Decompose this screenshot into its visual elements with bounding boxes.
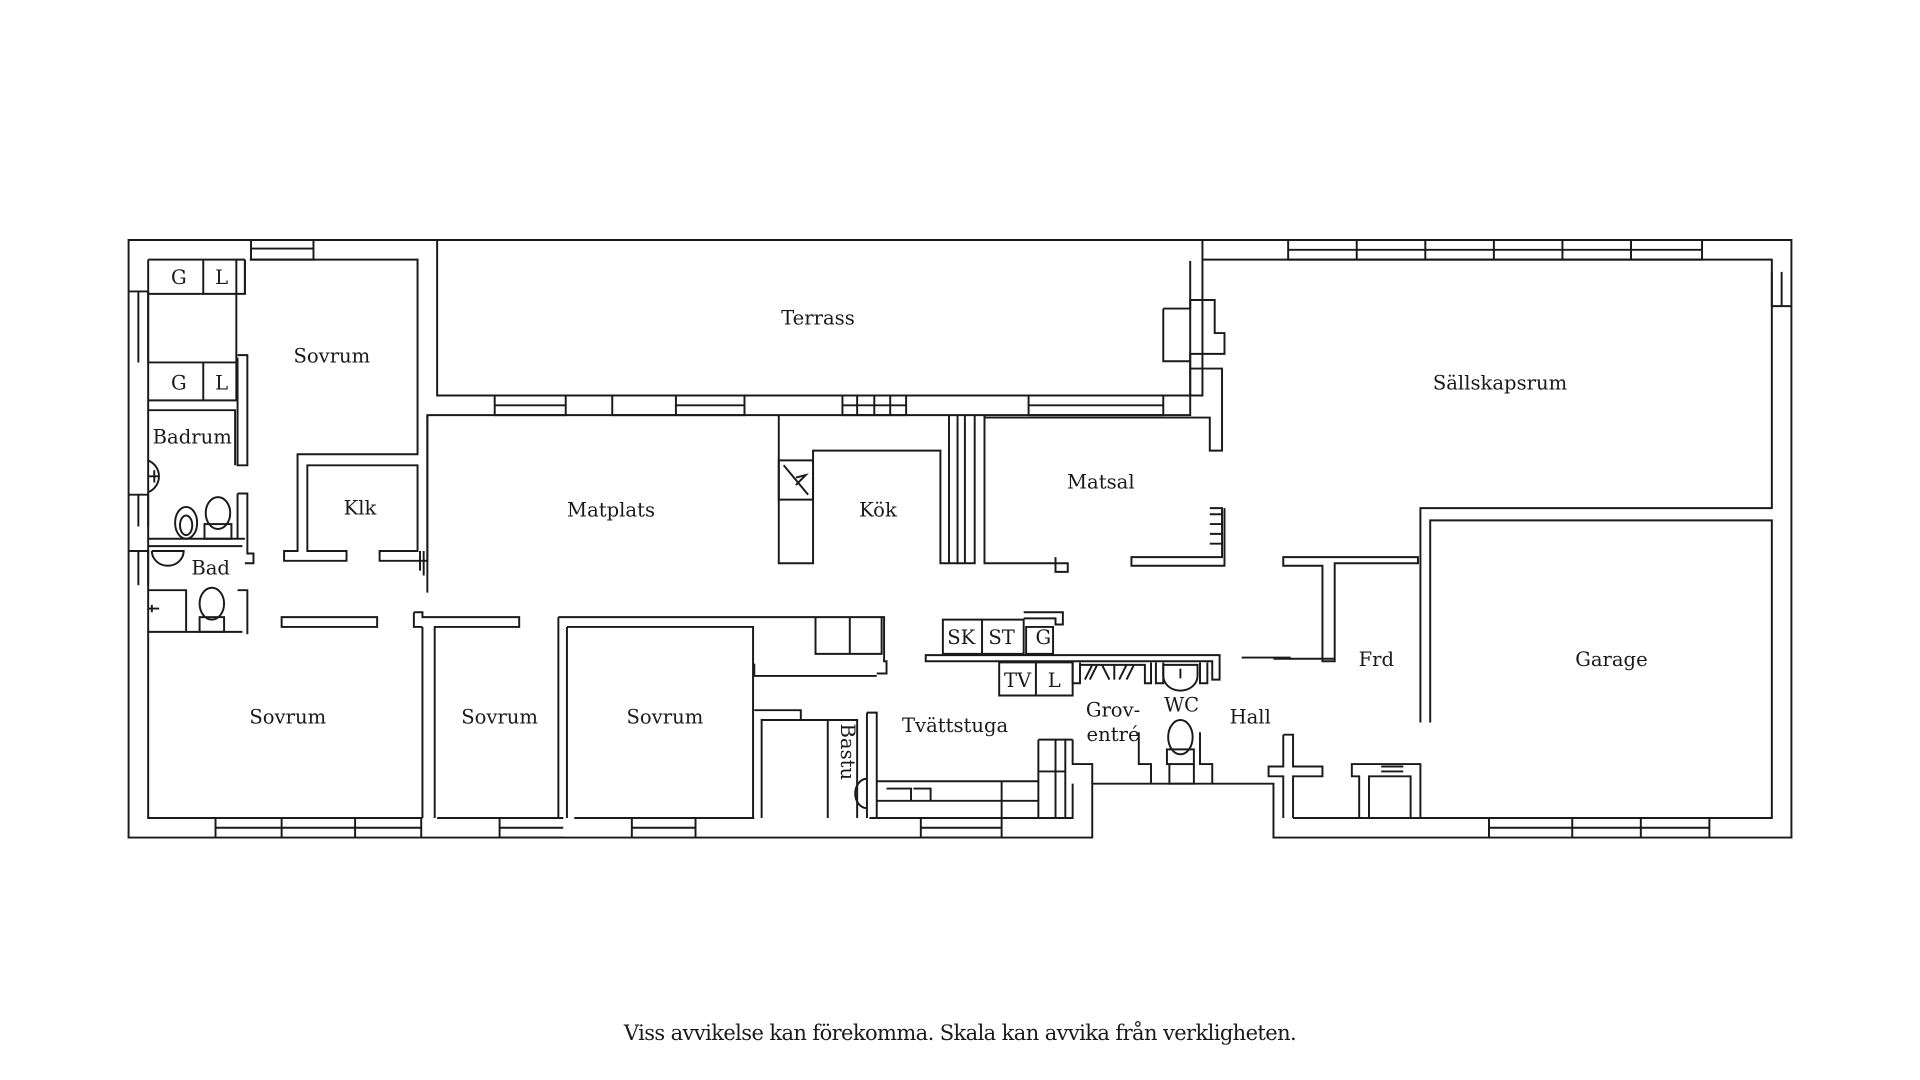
fixture-tv: TV	[1004, 669, 1032, 692]
room-sovrum-2: Sovrum	[249, 706, 326, 729]
room-terrass: Terrass	[781, 306, 855, 329]
sink-icon-3	[1162, 663, 1199, 692]
room-matplats: Matplats	[567, 499, 655, 522]
room-sallskapsrum: Sällskapsrum	[1433, 371, 1568, 394]
outer-wall	[127, 239, 1793, 839]
room-sovrum-1: Sovrum	[293, 344, 370, 367]
room-sovrum-3: Sovrum	[461, 706, 538, 729]
room-garage: Garage	[1575, 648, 1647, 671]
room-badrum: Badrum	[153, 425, 233, 448]
room-labels: Terrass Sällskapsrum Sovrum Badrum Klk M…	[153, 306, 1648, 780]
room-klk: Klk	[344, 496, 377, 519]
toilet-icon	[204, 496, 232, 530]
room-kok: Kök	[859, 499, 897, 522]
room-tvattstuga: Tvättstuga	[902, 714, 1009, 737]
toilet-icon-3	[1167, 719, 1194, 756]
sauna-heater	[854, 777, 868, 810]
sink-icon	[147, 459, 160, 494]
room-bastu: Bastu	[836, 724, 859, 781]
fixture-l3: L	[1048, 669, 1061, 692]
room-sovrum-4: Sovrum	[626, 706, 703, 729]
room-groventre-1: Grov-	[1086, 698, 1140, 721]
bathtub-icon	[174, 505, 199, 540]
room-bad: Bad	[191, 556, 230, 579]
fixture-g3: G	[1035, 626, 1051, 649]
fixture-labels: G L G L SK ST G TV L	[171, 259, 1061, 692]
sanitary-fixtures	[147, 459, 1199, 810]
room-groventre-2: entré	[1087, 723, 1140, 746]
disclaimer-text: Viss avvikelse kan förekomma. Skala kan …	[623, 1021, 1297, 1045]
fixture-g1: G	[171, 266, 187, 289]
fixture-st: ST	[988, 626, 1014, 649]
fixture-l2: L	[215, 371, 228, 394]
room-matsal: Matsal	[1067, 471, 1135, 494]
toilet-icon-2	[198, 586, 226, 621]
room-hall: Hall	[1230, 706, 1271, 729]
room-frd: Frd	[1359, 648, 1394, 671]
fixture-sk: SK	[947, 626, 975, 649]
fixture-l1: L	[215, 266, 228, 289]
room-wc: WC	[1164, 693, 1199, 716]
windows	[128, 240, 1792, 839]
sink-icon-2	[150, 550, 185, 567]
fixture-g2: G	[171, 371, 187, 394]
interior-walls	[148, 258, 1422, 819]
